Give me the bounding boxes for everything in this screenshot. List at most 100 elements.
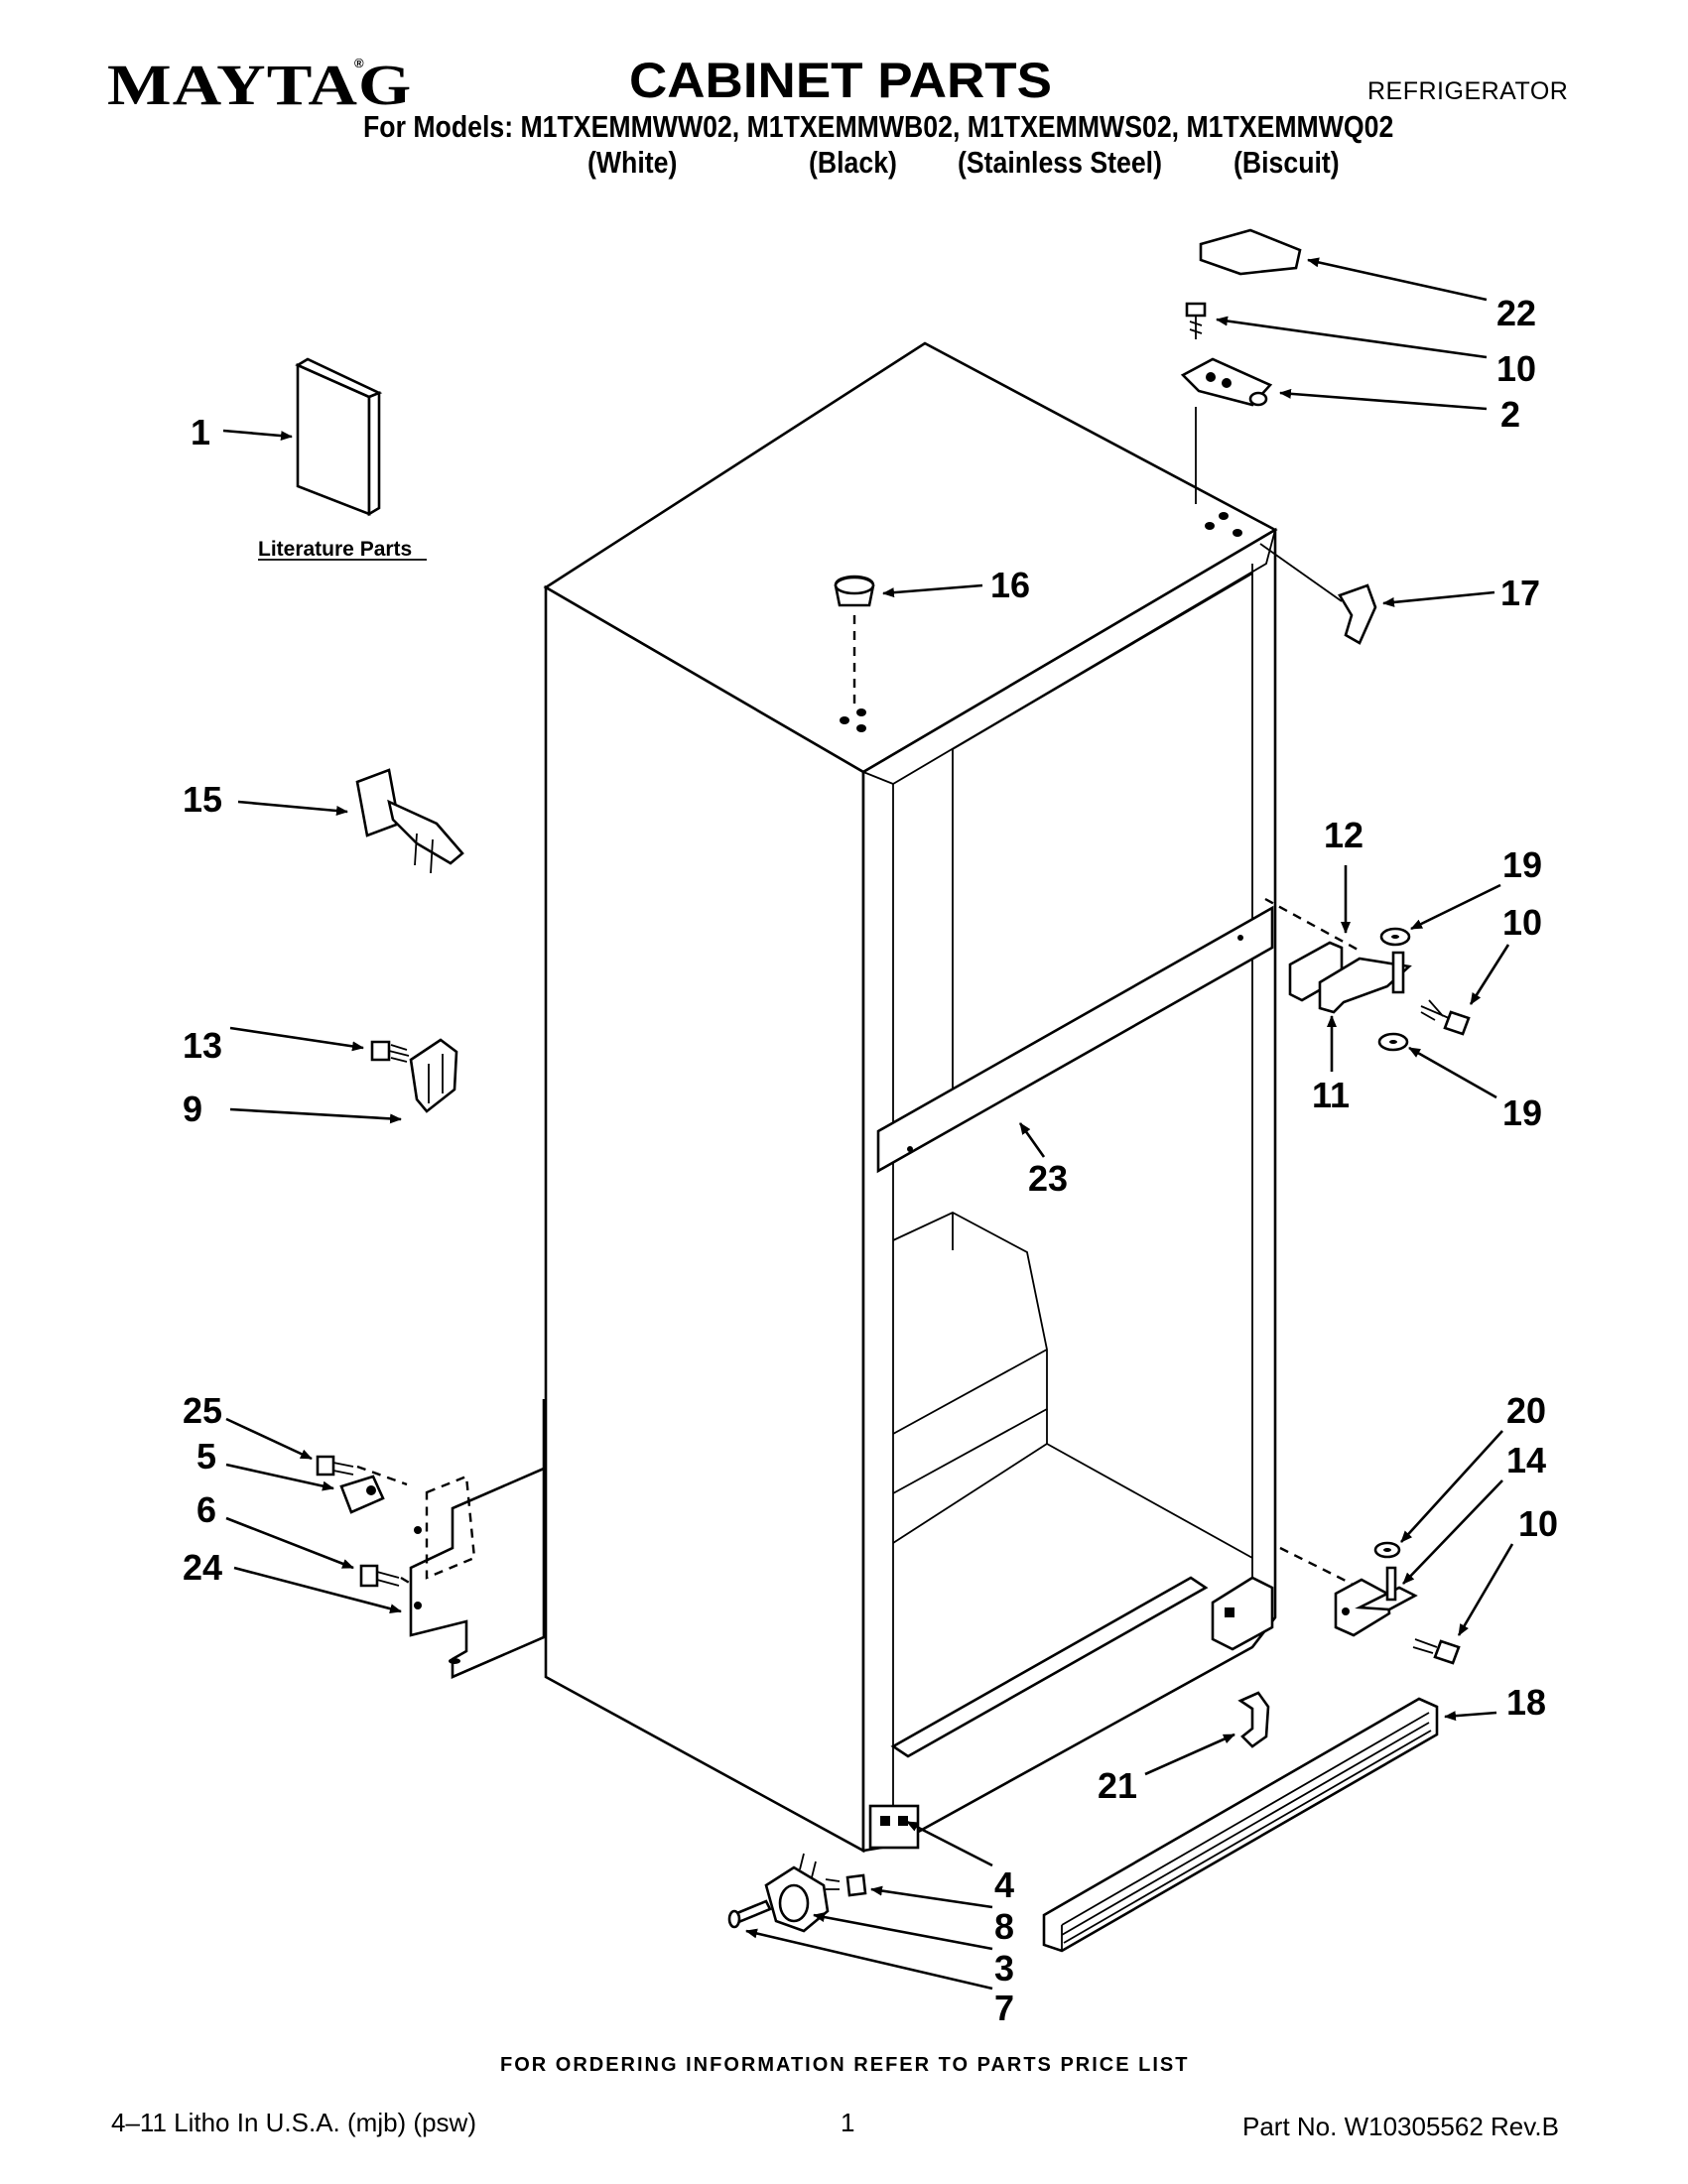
- part-20-washer: [1373, 1541, 1401, 1559]
- part-2-top-hinge: [1180, 357, 1273, 407]
- callout-3: 3: [994, 1948, 1014, 1989]
- leader-5: [225, 1463, 334, 1491]
- left-hinge-alignment-top: [356, 1465, 408, 1486]
- part-25-screw: [316, 1455, 354, 1477]
- literature-parts-label: Literature Parts: [258, 538, 412, 561]
- part-17-corner-trim: [1338, 583, 1377, 645]
- callout-21: 21: [1098, 1765, 1137, 1806]
- callout-19b: 19: [1502, 1092, 1542, 1133]
- leader-13: [229, 1026, 364, 1052]
- part-3-roller-bracket: [764, 1853, 830, 1933]
- part-1-literature-icon: [295, 357, 383, 517]
- leader-18: [1444, 1711, 1497, 1722]
- part-7-pin: [727, 1899, 772, 1929]
- part-9-latch: [409, 1038, 458, 1113]
- leader-23: [1018, 1122, 1046, 1158]
- part-10-center-screw: [1420, 999, 1471, 1036]
- leader-24: [233, 1566, 402, 1614]
- print-info: 4–11 Litho In U.S.A. (mjb) (psw): [111, 2108, 476, 2137]
- part-19-washer-top: [1379, 927, 1411, 947]
- leader-10b: [1469, 944, 1510, 1005]
- callout-8: 8: [994, 1906, 1014, 1947]
- ordering-info-note: FOR ORDERING INFORMATION REFER TO PARTS …: [500, 2054, 1190, 2076]
- leader-9: [229, 1107, 402, 1124]
- callout-15: 15: [183, 779, 222, 820]
- callout-5: 5: [196, 1436, 216, 1477]
- part-18-toe-grille: [1042, 1697, 1439, 1953]
- callout-6: 6: [196, 1489, 216, 1530]
- callout-1: 1: [191, 412, 210, 452]
- callout-18: 18: [1506, 1682, 1546, 1723]
- model-color-white: (White): [587, 145, 678, 180]
- callout-10b: 10: [1502, 902, 1542, 943]
- brand-registered-mark: ®: [354, 56, 364, 70]
- part-22-hinge-cover: [1199, 228, 1302, 276]
- part-4-corner-bracket: [868, 1576, 1274, 1850]
- model-list: For Models: M1TXEMMWW02, M1TXEMMWB02, M1…: [363, 109, 1394, 144]
- trim-alignment-line: [1259, 543, 1343, 602]
- leader-3: [813, 1912, 993, 1951]
- leader-6: [225, 1516, 354, 1570]
- leader-2: [1279, 388, 1488, 411]
- leader-7: [745, 1928, 993, 1991]
- leader-1: [222, 429, 293, 442]
- part-13-screw: [370, 1040, 410, 1063]
- part-6-screw: [359, 1564, 400, 1588]
- callout-19a: 19: [1502, 844, 1542, 885]
- part-15-door-stop: [355, 768, 464, 874]
- callout-9: 9: [183, 1089, 202, 1129]
- part-14-bottom-hinge: [1334, 1566, 1418, 1637]
- bottom-hinge-alignment: [1279, 1546, 1353, 1586]
- leader-19a: [1410, 883, 1501, 931]
- leader-25: [225, 1417, 313, 1461]
- leader-4: [906, 1820, 993, 1867]
- callout-17: 17: [1500, 573, 1540, 613]
- leader-20: [1400, 1430, 1503, 1543]
- callout-12: 12: [1324, 815, 1363, 855]
- leader-10a: [1216, 316, 1488, 359]
- leader-16: [882, 583, 983, 598]
- document-part-number: Part No. W10305562 Rev.B: [1242, 2112, 1559, 2141]
- callout-22: 22: [1496, 293, 1536, 333]
- callout-10a: 10: [1496, 348, 1536, 389]
- leader-15: [237, 800, 348, 816]
- callout-14: 14: [1506, 1440, 1546, 1480]
- callout-11: 11: [1312, 1075, 1350, 1115]
- product-category: REFRIGERATOR: [1367, 77, 1569, 105]
- part-19-washer-bottom: [1377, 1032, 1409, 1052]
- part-5-spacer: [339, 1475, 385, 1514]
- leader-19b: [1408, 1046, 1497, 1099]
- callout-2: 2: [1500, 394, 1520, 435]
- callout-7: 7: [994, 1988, 1014, 2028]
- part-10-top-screw: [1185, 302, 1207, 339]
- callout-20: 20: [1506, 1390, 1546, 1431]
- leader-17: [1382, 590, 1495, 607]
- callout-4: 4: [994, 1864, 1014, 1905]
- part-10-bottom-screw: [1412, 1638, 1461, 1665]
- model-color-biscuit: (Biscuit): [1234, 145, 1340, 180]
- leader-10c: [1457, 1543, 1514, 1636]
- leader-21: [1144, 1733, 1235, 1776]
- callout-23: 23: [1028, 1158, 1068, 1199]
- callout-25: 25: [183, 1390, 222, 1431]
- part-21-grille-clip: [1237, 1691, 1270, 1748]
- part-24-bottom-hinge-plate: [409, 1399, 546, 1679]
- page-number: 1: [841, 2108, 855, 2137]
- model-color-stainless: (Stainless Steel): [958, 145, 1162, 180]
- part-23-divider-bar: [876, 905, 1274, 1174]
- brand-logo: MAYTAG: [107, 53, 413, 117]
- callout-16: 16: [990, 565, 1030, 605]
- callout-13: 13: [183, 1025, 222, 1066]
- part-8-screw: [825, 1873, 867, 1897]
- center-hinge-alignment: [1264, 897, 1361, 953]
- page-title: CABINET PARTS: [629, 53, 1052, 108]
- part-11-center-hinge: [1318, 951, 1412, 1014]
- part-16-plug-button: [834, 575, 875, 607]
- leader-22: [1307, 257, 1488, 302]
- callout-10c: 10: [1518, 1503, 1558, 1544]
- left-hinge-alignment-bottom: [400, 1576, 412, 1586]
- model-color-black: (Black): [809, 145, 897, 180]
- leader-8: [870, 1885, 993, 1909]
- callout-24: 24: [183, 1547, 222, 1588]
